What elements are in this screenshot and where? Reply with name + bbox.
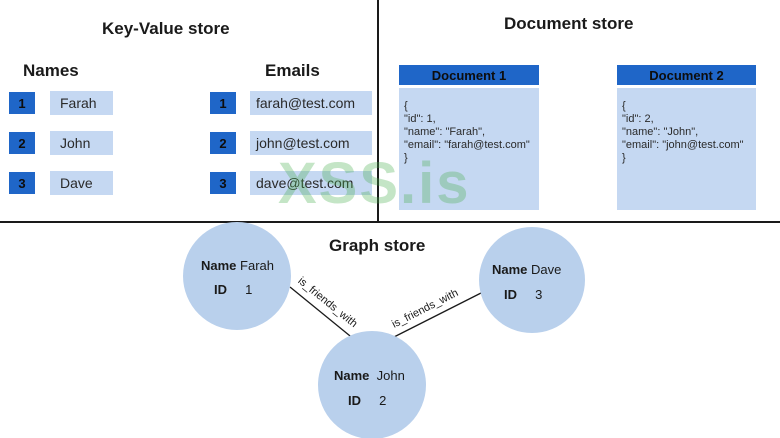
node-john xyxy=(318,331,426,438)
node-dave-id-value: 3 xyxy=(535,287,543,302)
edge-farah-john xyxy=(289,286,356,341)
emails-header: Emails xyxy=(265,61,320,80)
kv-key-1: 1 xyxy=(9,92,35,114)
node-dave xyxy=(479,227,585,333)
kv-store-title: Key-Value store xyxy=(102,19,230,38)
document-1-title: Document 1 xyxy=(399,65,539,85)
vertical-divider xyxy=(377,0,379,222)
node-farah xyxy=(183,222,291,330)
node-farah-name-key: Name xyxy=(201,258,237,273)
node-john-name-key: Name xyxy=(334,368,370,383)
kv-key-3: 3 xyxy=(9,172,35,194)
node-farah-name: Name Farah xyxy=(201,258,274,273)
kv-name-3: Dave xyxy=(50,171,113,195)
document-2-body: { "id": 2, "name": "John", "email": "joh… xyxy=(617,88,756,210)
kv-email-key-3: 3 xyxy=(210,172,236,194)
node-john-name-value: John xyxy=(376,368,405,383)
node-dave-name-value: Dave xyxy=(531,262,562,277)
node-farah-id-value: 1 xyxy=(245,282,253,297)
kv-email-2: john@test.com xyxy=(250,131,372,155)
node-dave-name-key: Name xyxy=(492,262,528,277)
kv-email-key-1: 1 xyxy=(210,92,236,114)
kv-name-2: John xyxy=(50,131,113,155)
watermark-logo: XSS.is xyxy=(278,151,471,216)
horizontal-divider xyxy=(0,221,780,223)
node-dave-id-key: ID xyxy=(504,287,517,302)
node-dave-name: Name Dave xyxy=(492,262,561,277)
names-header: Names xyxy=(23,61,79,80)
kv-email-1: farah@test.com xyxy=(250,91,372,115)
node-farah-name-value: Farah xyxy=(240,258,275,273)
node-john-id-value: 2 xyxy=(379,393,387,408)
document-2-title: Document 2 xyxy=(617,65,756,85)
node-john-id: ID 2 xyxy=(348,393,386,408)
document-store-title: Document store xyxy=(504,14,634,33)
edge-john-dave xyxy=(391,291,484,339)
kv-key-2: 2 xyxy=(9,132,35,154)
node-john-id-key: ID xyxy=(348,393,361,408)
node-john-name: Name John xyxy=(334,368,405,383)
kv-email-key-2: 2 xyxy=(210,132,236,154)
node-dave-id: ID 3 xyxy=(504,287,542,302)
document-1-body: { "id": 1, "name": "Farah", "email": "fa… xyxy=(399,88,539,210)
kv-name-1: Farah xyxy=(50,91,113,115)
node-farah-id-key: ID xyxy=(214,282,227,297)
kv-email-3: dave@test.com xyxy=(250,171,372,195)
node-farah-id: ID 1 xyxy=(214,282,252,297)
graph-store-title: Graph store xyxy=(329,236,426,255)
